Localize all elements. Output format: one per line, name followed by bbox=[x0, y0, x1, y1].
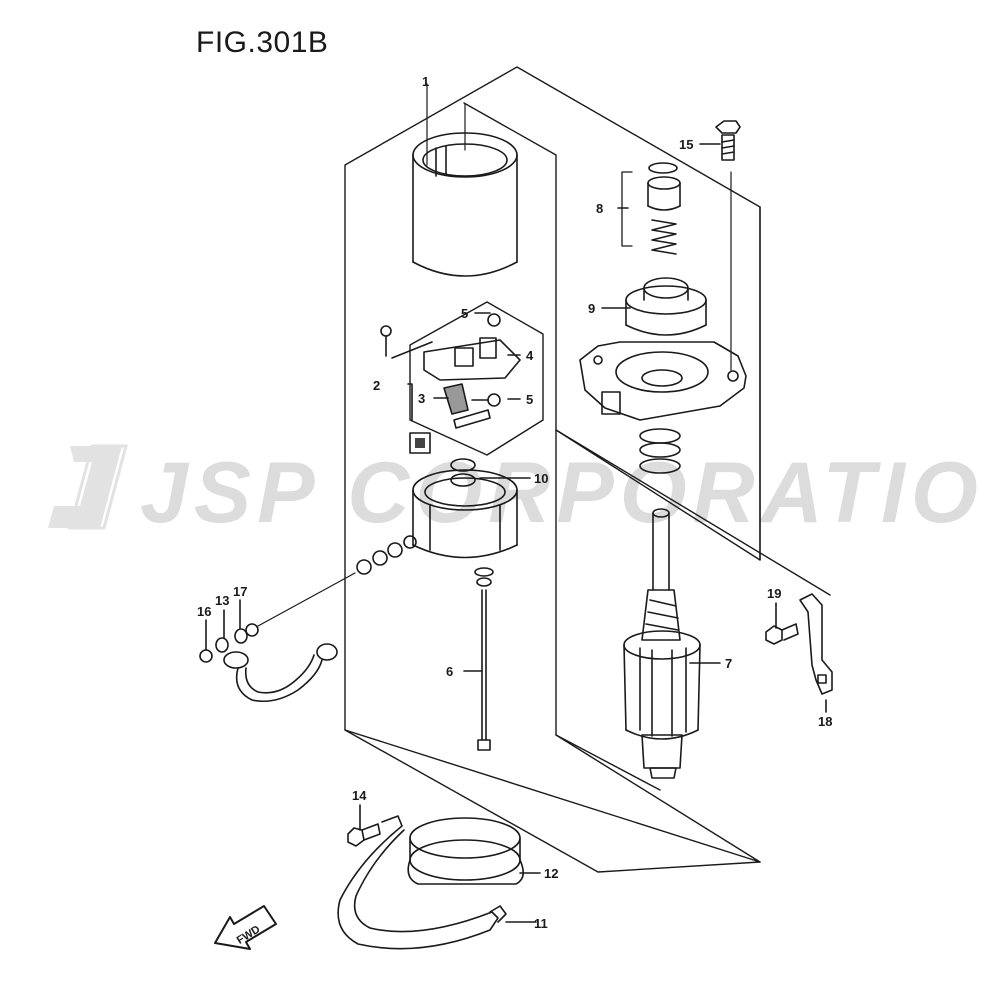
callout-6: 6 bbox=[446, 664, 453, 679]
callout-7: 7 bbox=[725, 656, 732, 671]
brush-holder bbox=[423, 313, 521, 429]
assembly-outline bbox=[344, 66, 761, 863]
figure-title: FIG.301B bbox=[196, 26, 329, 59]
terminal-nuts bbox=[257, 535, 417, 627]
callout-16: 16 bbox=[197, 604, 211, 619]
callout-1: 1 bbox=[422, 74, 429, 89]
return-spring bbox=[651, 219, 677, 255]
washer-17 bbox=[234, 628, 248, 644]
mounting-band bbox=[407, 817, 524, 885]
pinion-gear bbox=[625, 277, 707, 336]
callout-18: 18 bbox=[818, 714, 832, 729]
callout-2: 2 bbox=[373, 378, 380, 393]
pinion-stopper bbox=[647, 176, 681, 211]
washer-10a bbox=[450, 458, 476, 472]
callout-10: 10 bbox=[534, 471, 548, 486]
nut-16 bbox=[199, 649, 213, 663]
callout-19: 19 bbox=[767, 586, 781, 601]
snap-ring bbox=[648, 162, 678, 174]
bolt-19 bbox=[765, 623, 799, 645]
callout-5b: 5 bbox=[526, 392, 533, 407]
drive-end-housing bbox=[579, 341, 747, 421]
callout-14: 14 bbox=[352, 788, 367, 803]
bolt-15 bbox=[715, 120, 741, 161]
mounting-strap bbox=[337, 815, 507, 950]
callout-13: 13 bbox=[215, 593, 229, 608]
bracket-18 bbox=[799, 593, 833, 695]
callout-12: 12 bbox=[544, 866, 558, 881]
callout-15: 15 bbox=[679, 137, 693, 152]
lead-wire bbox=[223, 643, 338, 703]
callout-4: 4 bbox=[526, 348, 534, 363]
through-bolt bbox=[474, 567, 494, 751]
callout-17: 17 bbox=[233, 584, 247, 599]
insulator-block bbox=[409, 432, 431, 454]
callout-11: 11 bbox=[534, 916, 548, 931]
yoke-housing bbox=[412, 132, 518, 277]
washer-13 bbox=[215, 637, 229, 653]
washer-10b bbox=[450, 473, 476, 487]
armature bbox=[623, 508, 701, 779]
callout-3: 3 bbox=[418, 391, 425, 406]
brush-screw bbox=[380, 325, 392, 357]
callout-8: 8 bbox=[596, 201, 603, 216]
callout-9: 9 bbox=[588, 301, 595, 316]
fwd-arrow-icon bbox=[214, 905, 277, 950]
rear-end-frame bbox=[412, 469, 518, 559]
callout-5a: 5 bbox=[461, 306, 468, 321]
bolt-14 bbox=[347, 823, 381, 847]
